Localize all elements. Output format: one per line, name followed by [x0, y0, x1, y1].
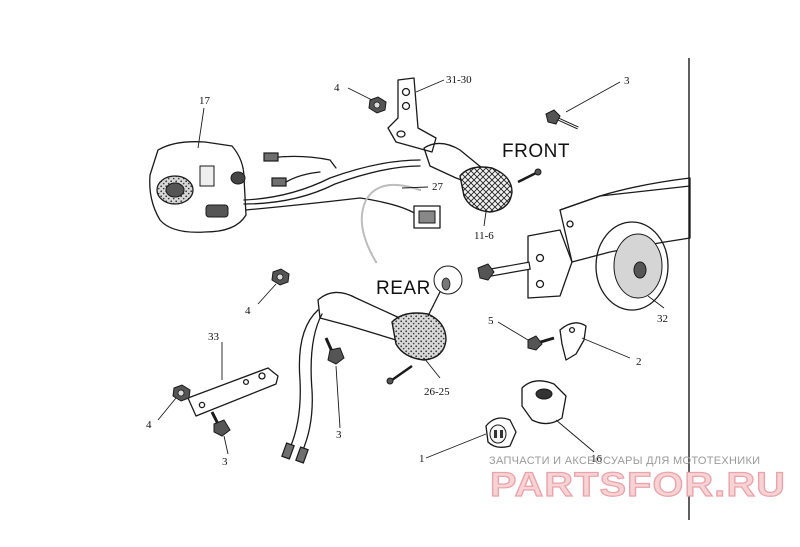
front-indicator-11-6	[423, 142, 513, 213]
callout-1: 1	[419, 453, 425, 465]
switch-housing-17	[149, 141, 247, 233]
wiring-harness-upper-b	[243, 165, 421, 205]
leader-lines	[157, 79, 665, 459]
switch-cap-16	[521, 380, 567, 425]
watermark-tagline: ЗАПЧАСТИ И АКСЕССУАРЫ ДЛЯ МОТОТЕХНИКИ	[489, 455, 760, 467]
nut-4-low	[172, 384, 191, 402]
wiring-harness-lower	[245, 197, 417, 215]
connector-small	[263, 152, 279, 162]
wiring-branch	[269, 155, 337, 169]
callout-32: 32	[657, 313, 668, 325]
rear-lens-screw	[386, 365, 413, 385]
callout-4-mid: 4	[245, 305, 251, 317]
callout-4-low: 4	[146, 419, 152, 431]
bracket-2	[559, 322, 587, 361]
nut-4-top	[368, 96, 387, 114]
callout-26-25: 26-25	[424, 386, 450, 398]
bolt-3-mid	[324, 337, 345, 365]
wiring-harness-upper	[243, 159, 421, 201]
callout-33: 33	[208, 331, 220, 343]
horn-mount-bolt	[477, 261, 531, 281]
callout-11-6: 11-6	[474, 230, 494, 242]
bolt-3-top	[545, 109, 579, 130]
callout-31-30: 31-30	[446, 74, 472, 86]
connector-wire	[285, 171, 321, 183]
callout-5: 5	[488, 315, 494, 327]
nut-4-mid	[271, 268, 290, 286]
callout-16: 16	[591, 453, 603, 465]
plate-33	[187, 367, 279, 417]
rear-wiring-b	[301, 313, 323, 453]
bulb-socket-1	[485, 417, 517, 448]
rear-label: REAR	[376, 278, 431, 299]
rear-wiring-a	[289, 309, 319, 449]
front-label: FRONT	[502, 141, 570, 162]
rear-indicator-26-25	[317, 265, 463, 361]
rear-connector-a	[281, 442, 295, 460]
callout-3-low: 3	[222, 456, 228, 468]
front-lens-screw	[517, 168, 542, 184]
rear-connector-b	[295, 446, 309, 464]
callout-2: 2	[636, 356, 642, 368]
callout-4-top: 4	[334, 82, 340, 94]
frame-horn-32	[527, 177, 691, 311]
bracket-31-30	[387, 77, 437, 153]
callout-3-top: 3	[624, 75, 630, 87]
callout-3-mid: 3	[336, 429, 342, 441]
callout-17: 17	[199, 95, 211, 107]
watermark-brand: PARTSFOR.RU	[490, 466, 786, 504]
bolt-5	[527, 335, 555, 351]
connector-lower	[271, 177, 287, 187]
bolt-3-low	[210, 411, 231, 437]
callout-27: 27	[432, 181, 444, 193]
